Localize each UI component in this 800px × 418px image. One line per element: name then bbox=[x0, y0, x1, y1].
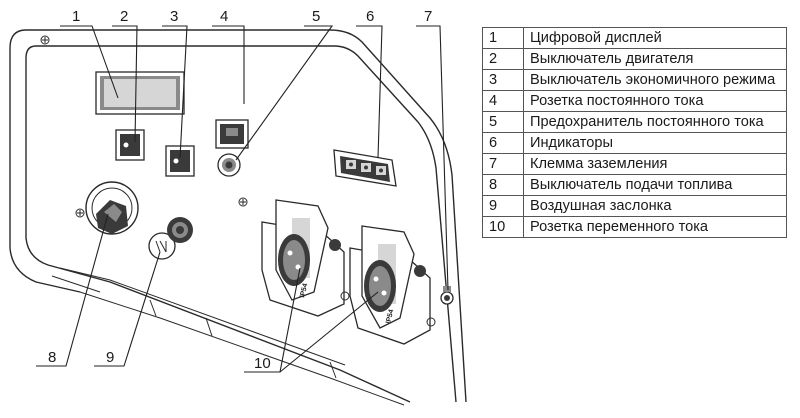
callout-10: 10 bbox=[254, 355, 271, 372]
socket-marking-right: IP54 bbox=[385, 309, 395, 325]
callout-9: 9 bbox=[106, 349, 114, 366]
legend-label: Выключатель подачи топлива bbox=[523, 174, 787, 196]
eco-mode-switch bbox=[165, 145, 195, 177]
legend-label: Индикаторы bbox=[523, 132, 787, 154]
dc-fuse bbox=[217, 153, 241, 177]
legend-number: 4 bbox=[482, 90, 524, 112]
legend-label: Клемма заземления bbox=[523, 153, 787, 175]
digital-display bbox=[95, 71, 185, 115]
ac-socket-left: IP54 bbox=[261, 199, 350, 317]
callout-2: 2 bbox=[120, 8, 128, 25]
legend-number: 3 bbox=[482, 69, 524, 91]
socket-marking-left: IP54 bbox=[299, 283, 309, 299]
legend-number: 6 bbox=[482, 132, 524, 154]
fuel-switch bbox=[75, 181, 139, 235]
legend-number: 7 bbox=[482, 153, 524, 175]
legend-number: 2 bbox=[482, 48, 524, 70]
legend-label: Предохранитель постоянного тока bbox=[523, 111, 787, 133]
engine-switch bbox=[115, 129, 145, 161]
legend-label: Выключатель экономичного режима bbox=[523, 69, 787, 91]
callout-6: 6 bbox=[366, 8, 374, 25]
legend-label: Выключатель двигателя bbox=[523, 48, 787, 70]
callout-3: 3 bbox=[170, 8, 178, 25]
callout-7: 7 bbox=[424, 8, 432, 25]
legend-number: 1 bbox=[482, 27, 524, 49]
indicator-block bbox=[333, 149, 397, 187]
panel-screw bbox=[238, 197, 248, 207]
ac-socket-right: IP54 bbox=[349, 225, 436, 345]
callout-1: 1 bbox=[72, 8, 80, 25]
ground-terminal bbox=[440, 286, 454, 305]
legend-label: Цифровой дисплей bbox=[523, 27, 787, 49]
dc-socket bbox=[215, 119, 249, 149]
legend-number: 8 bbox=[482, 174, 524, 196]
legend-number: 10 bbox=[482, 216, 524, 238]
leader-lines bbox=[36, 25, 449, 373]
callout-8: 8 bbox=[48, 349, 56, 366]
legend-label: Розетка постоянного тока bbox=[523, 90, 787, 112]
callout-5: 5 bbox=[312, 8, 320, 25]
legend-number: 9 bbox=[482, 195, 524, 217]
control-panel-diagram: IP54 IP54 1 2 3 4 5 6 7 8 9 bbox=[9, 8, 467, 406]
legend-label: Розетка переменного тока bbox=[523, 216, 787, 238]
legend-number: 5 bbox=[482, 111, 524, 133]
legend-label: Воздушная заслонка bbox=[523, 195, 787, 217]
callout-numbers: 1 2 3 4 5 6 7 8 9 10 bbox=[48, 8, 432, 372]
panel-body bbox=[9, 29, 467, 406]
choke-knob bbox=[148, 217, 193, 260]
callout-4: 4 bbox=[220, 8, 228, 25]
